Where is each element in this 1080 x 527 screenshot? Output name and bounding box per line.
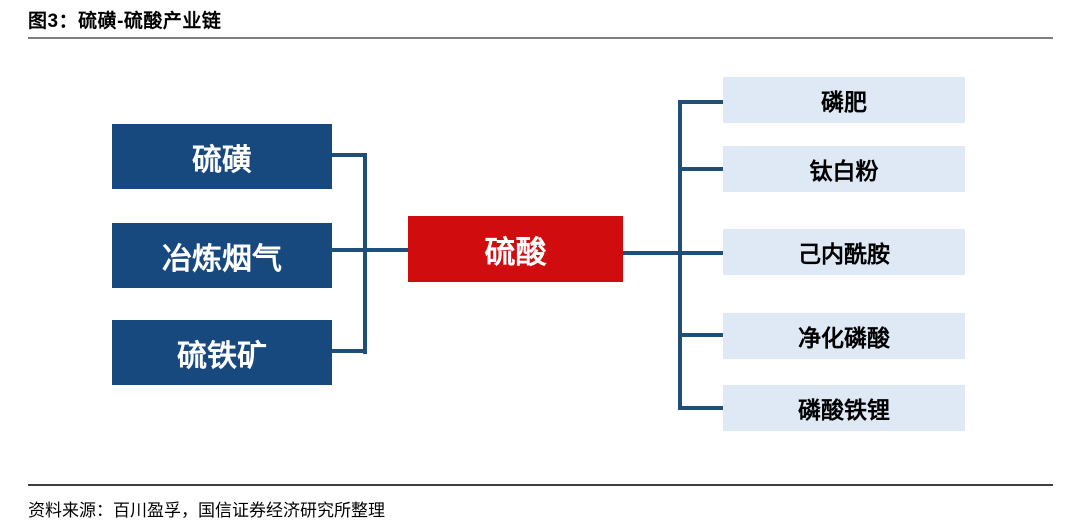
node-purified-phosphoric-acid: 净化磷酸 — [723, 313, 965, 359]
connector-input-2-to-center — [330, 248, 408, 252]
node-lithium-iron-phosphate: 磷酸铁锂 — [723, 385, 965, 431]
node-sulfuric-acid: 硫酸 — [408, 216, 623, 282]
connector-center-to-outputs — [623, 251, 723, 255]
node-sulfur: 硫磺 — [112, 124, 332, 189]
figure-title: 图3：硫磺-硫酸产业链 — [28, 11, 222, 32]
connector-input-bracket — [363, 153, 367, 354]
node-caprolactam: 己内酰胺 — [723, 229, 965, 275]
connector-output-2-stub — [681, 167, 723, 171]
connector-output-bracket — [678, 100, 682, 410]
connector-output-5-stub — [681, 406, 723, 410]
source-note: 资料来源：百川盈孚，国信证券经济研究所整理 — [28, 501, 385, 520]
node-phosphate-fertilizer: 磷肥 — [723, 77, 965, 123]
node-titanium-dioxide: 钛白粉 — [723, 146, 965, 192]
source-divider — [28, 484, 1053, 486]
connector-input-1-stub — [332, 153, 367, 157]
node-pyrite: 硫铁矿 — [112, 320, 332, 385]
connector-input-3-stub — [332, 349, 367, 353]
title-divider — [28, 37, 1053, 39]
connector-output-1-stub — [681, 100, 723, 104]
connector-output-4-stub — [681, 333, 723, 337]
node-smelting-flue-gas: 冶炼烟气 — [112, 223, 332, 288]
